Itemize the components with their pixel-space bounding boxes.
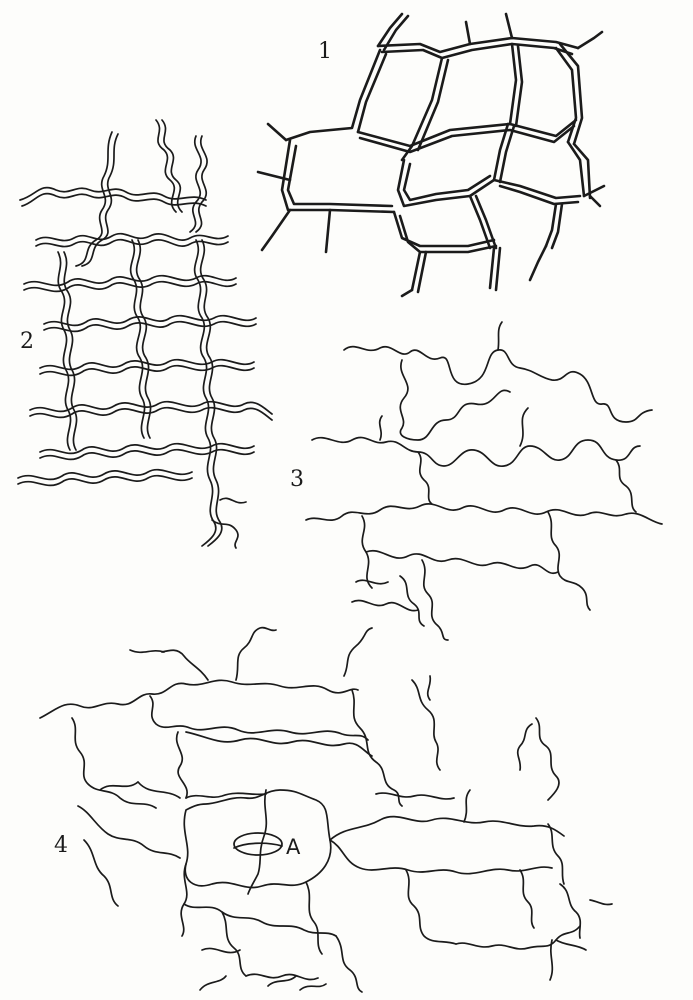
figure-4-cell-walls xyxy=(39,626,613,993)
figure-3-label: 3 xyxy=(290,467,304,492)
figure-2-label: 2 xyxy=(20,329,34,354)
figure-4: 4 A xyxy=(39,626,613,993)
figure-2-cell-walls xyxy=(17,119,273,549)
figure-2: 2 xyxy=(17,119,273,549)
figure-3: 3 xyxy=(290,321,663,641)
figure-1-cell-walls xyxy=(256,12,606,298)
figure-1: 1 xyxy=(256,12,606,298)
figure-4-label: 4 xyxy=(54,833,68,858)
figure-1-label: 1 xyxy=(318,39,332,64)
figure-3-cell-walls xyxy=(305,321,663,641)
stoma-label-a: A xyxy=(286,835,301,859)
